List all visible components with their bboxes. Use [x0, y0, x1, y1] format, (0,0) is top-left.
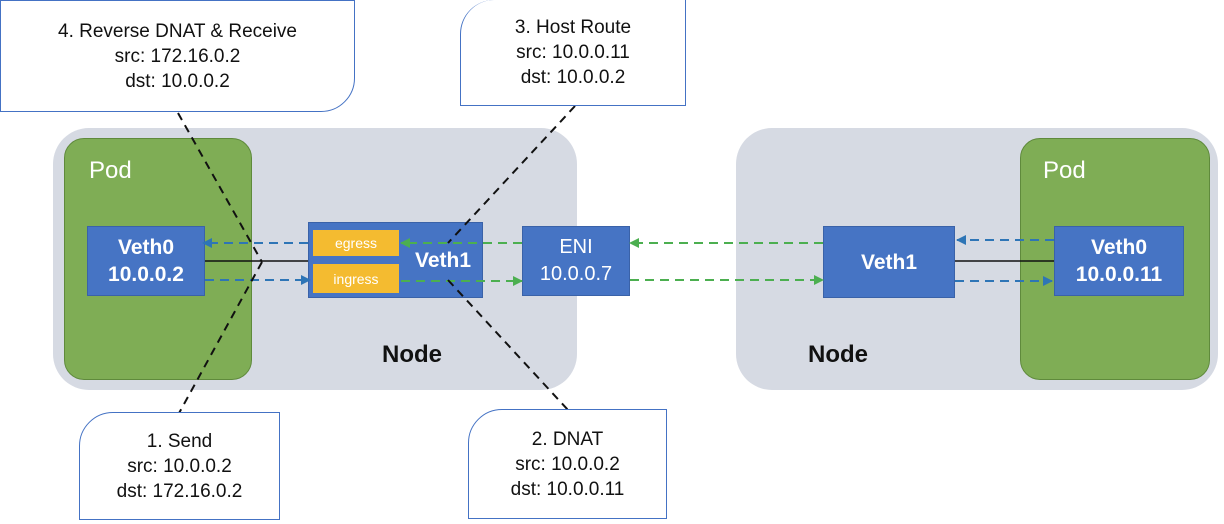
step2-leader	[447, 279, 569, 411]
right-veth1-name: Veth1	[860, 250, 918, 274]
step2-title: 2. DNAT	[531, 428, 604, 450]
step4-title: 4. Reverse DNAT & Receive	[58, 20, 297, 42]
eni-ip: 10.0.0.7	[539, 263, 613, 285]
left-pod-label: Pod	[89, 157, 132, 184]
step3-leader	[447, 105, 576, 244]
right-node-label: Node	[808, 341, 868, 368]
left-veth0-ip: 10.0.0.2	[108, 263, 184, 286]
step3-dst: dst: 10.0.0.2	[520, 67, 626, 88]
step1-leader	[177, 261, 263, 416]
egress-tag: egress	[313, 230, 399, 256]
step1-src: src: 10.0.0.2	[127, 455, 232, 477]
step4-src: src: 172.16.0.2	[114, 45, 241, 67]
right-veth1: Veth1	[823, 226, 955, 298]
step2-src: src: 10.0.0.2	[515, 453, 620, 475]
ingress-tag: ingress	[313, 264, 399, 293]
callout-step3: 3. Host Route src: 10.0.0.11 dst: 10.0.0…	[460, 0, 686, 106]
right-veth0-name: Veth0	[1090, 236, 1148, 259]
right-veth0-ip: 10.0.0.11	[1075, 263, 1163, 286]
right-veth0: Veth0 10.0.0.11	[1054, 226, 1184, 296]
left-veth0-name: Veth0	[117, 236, 175, 259]
callout-step2: 2. DNAT src: 10.0.0.2 dst: 10.0.0.11	[468, 409, 667, 519]
eni-name: ENI	[559, 236, 593, 258]
right-pod-label: Pod	[1043, 157, 1086, 184]
left-veth0: Veth0 10.0.0.2	[87, 226, 205, 296]
step1-title: 1. Send	[146, 430, 213, 452]
left-veth1-name: Veth1	[414, 248, 471, 272]
eni-box: ENI 10.0.0.7	[522, 226, 630, 296]
step1-dst: dst: 172.16.0.2	[116, 480, 243, 502]
callout-step4: 4. Reverse DNAT & Receive src: 172.16.0.…	[0, 0, 355, 112]
left-node-label: Node	[382, 341, 442, 368]
step3-title: 3. Host Route	[514, 17, 632, 38]
step4-leader	[177, 112, 263, 263]
callout-step1: 1. Send src: 10.0.0.2 dst: 172.16.0.2	[79, 412, 280, 520]
step4-dst: dst: 10.0.0.2	[125, 70, 230, 92]
step2-dst: dst: 10.0.0.11	[510, 478, 625, 500]
step3-src: src: 10.0.0.11	[516, 42, 630, 63]
